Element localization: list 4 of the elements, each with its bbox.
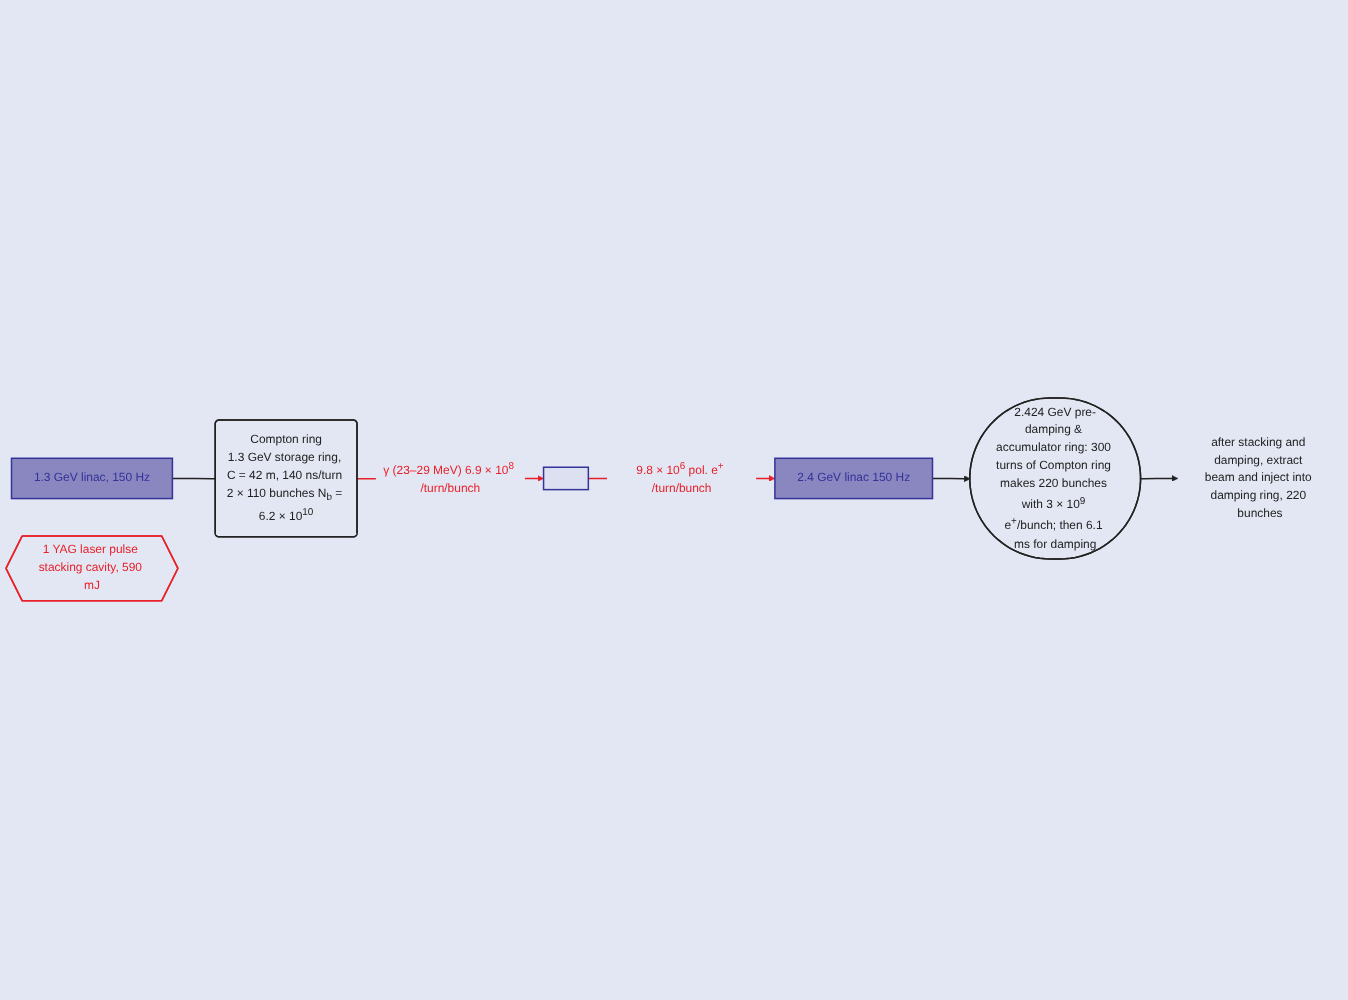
node-box: [542, 467, 590, 491]
connector: [171, 478, 217, 481]
arrow: [1140, 475, 1179, 483]
arrow: [931, 476, 971, 483]
